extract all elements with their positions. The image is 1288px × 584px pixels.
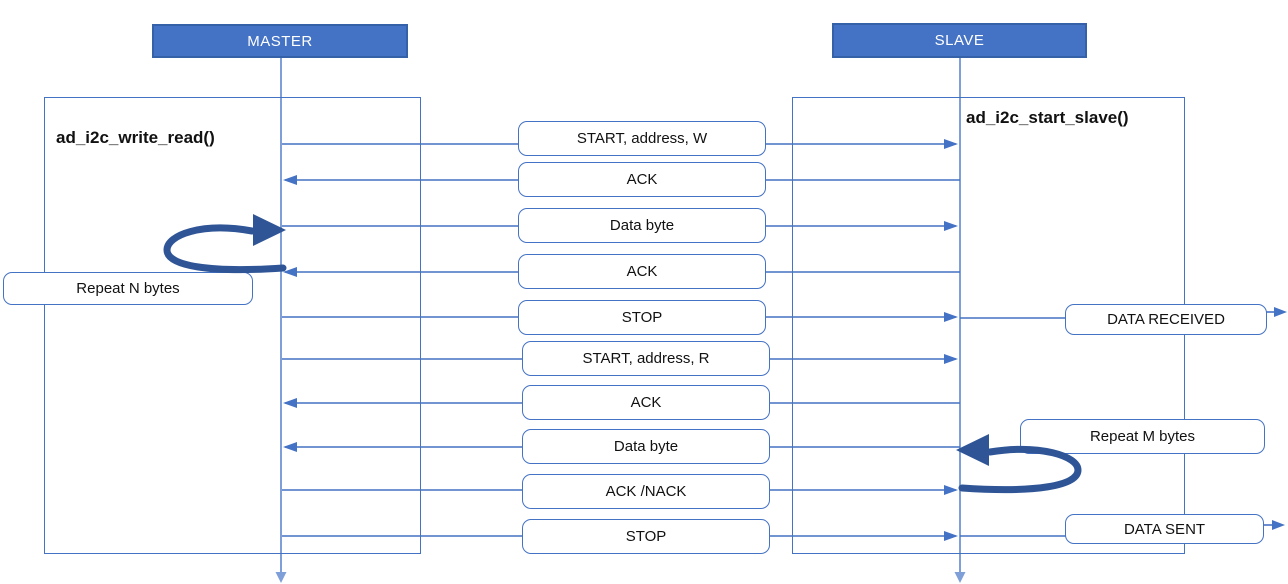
repeat-m-bytes-box: Repeat M bytes <box>1020 419 1265 454</box>
arrowhead-left-icon <box>283 175 297 185</box>
message-box-data-byte-2: Data byte <box>522 429 770 464</box>
master-activation-box <box>44 97 421 554</box>
slave-title: SLAVE <box>934 32 985 49</box>
message-box-ack-nack: ACK /NACK <box>522 474 770 509</box>
message-box-data-byte-1: Data byte <box>518 208 766 243</box>
master-title: MASTER <box>247 32 313 50</box>
arrowhead-left-icon <box>283 267 297 277</box>
slave-lifeline-end-arrow-icon <box>954 572 966 583</box>
message-box-ack-1: ACK <box>518 162 766 197</box>
master-function-label: ad_i2c_write_read() <box>56 128 215 147</box>
message-box-start-r: START, address, R <box>522 341 770 376</box>
message-box-stop-2: STOP <box>522 519 770 554</box>
arrowhead-left-icon <box>283 398 297 408</box>
data-sent-box: DATA SENT <box>1065 514 1264 544</box>
slave-header: SLAVE <box>832 23 1087 58</box>
master-lifeline-end-arrow-icon <box>275 572 287 583</box>
arrowhead-right-icon <box>944 221 958 231</box>
repeat-n-bytes-box: Repeat N bytes <box>3 272 253 305</box>
arrowhead-right-icon <box>1274 307 1287 317</box>
arrowhead-right-icon <box>1272 520 1285 530</box>
slave-function-label: ad_i2c_start_slave() <box>966 108 1129 127</box>
data-received-box: DATA RECEIVED <box>1065 304 1267 335</box>
master-header: MASTER <box>152 24 408 58</box>
arrowhead-right-icon <box>944 485 958 495</box>
message-box-start-w: START, address, W <box>518 121 766 156</box>
arrowhead-left-icon <box>283 442 297 452</box>
arrowhead-right-icon <box>944 139 958 149</box>
arrowhead-right-icon <box>944 531 958 541</box>
arrowhead-right-icon <box>944 312 958 322</box>
message-box-ack-3: ACK <box>522 385 770 420</box>
arrowhead-right-icon <box>944 354 958 364</box>
message-box-ack-2: ACK <box>518 254 766 289</box>
message-box-stop-1: STOP <box>518 300 766 335</box>
